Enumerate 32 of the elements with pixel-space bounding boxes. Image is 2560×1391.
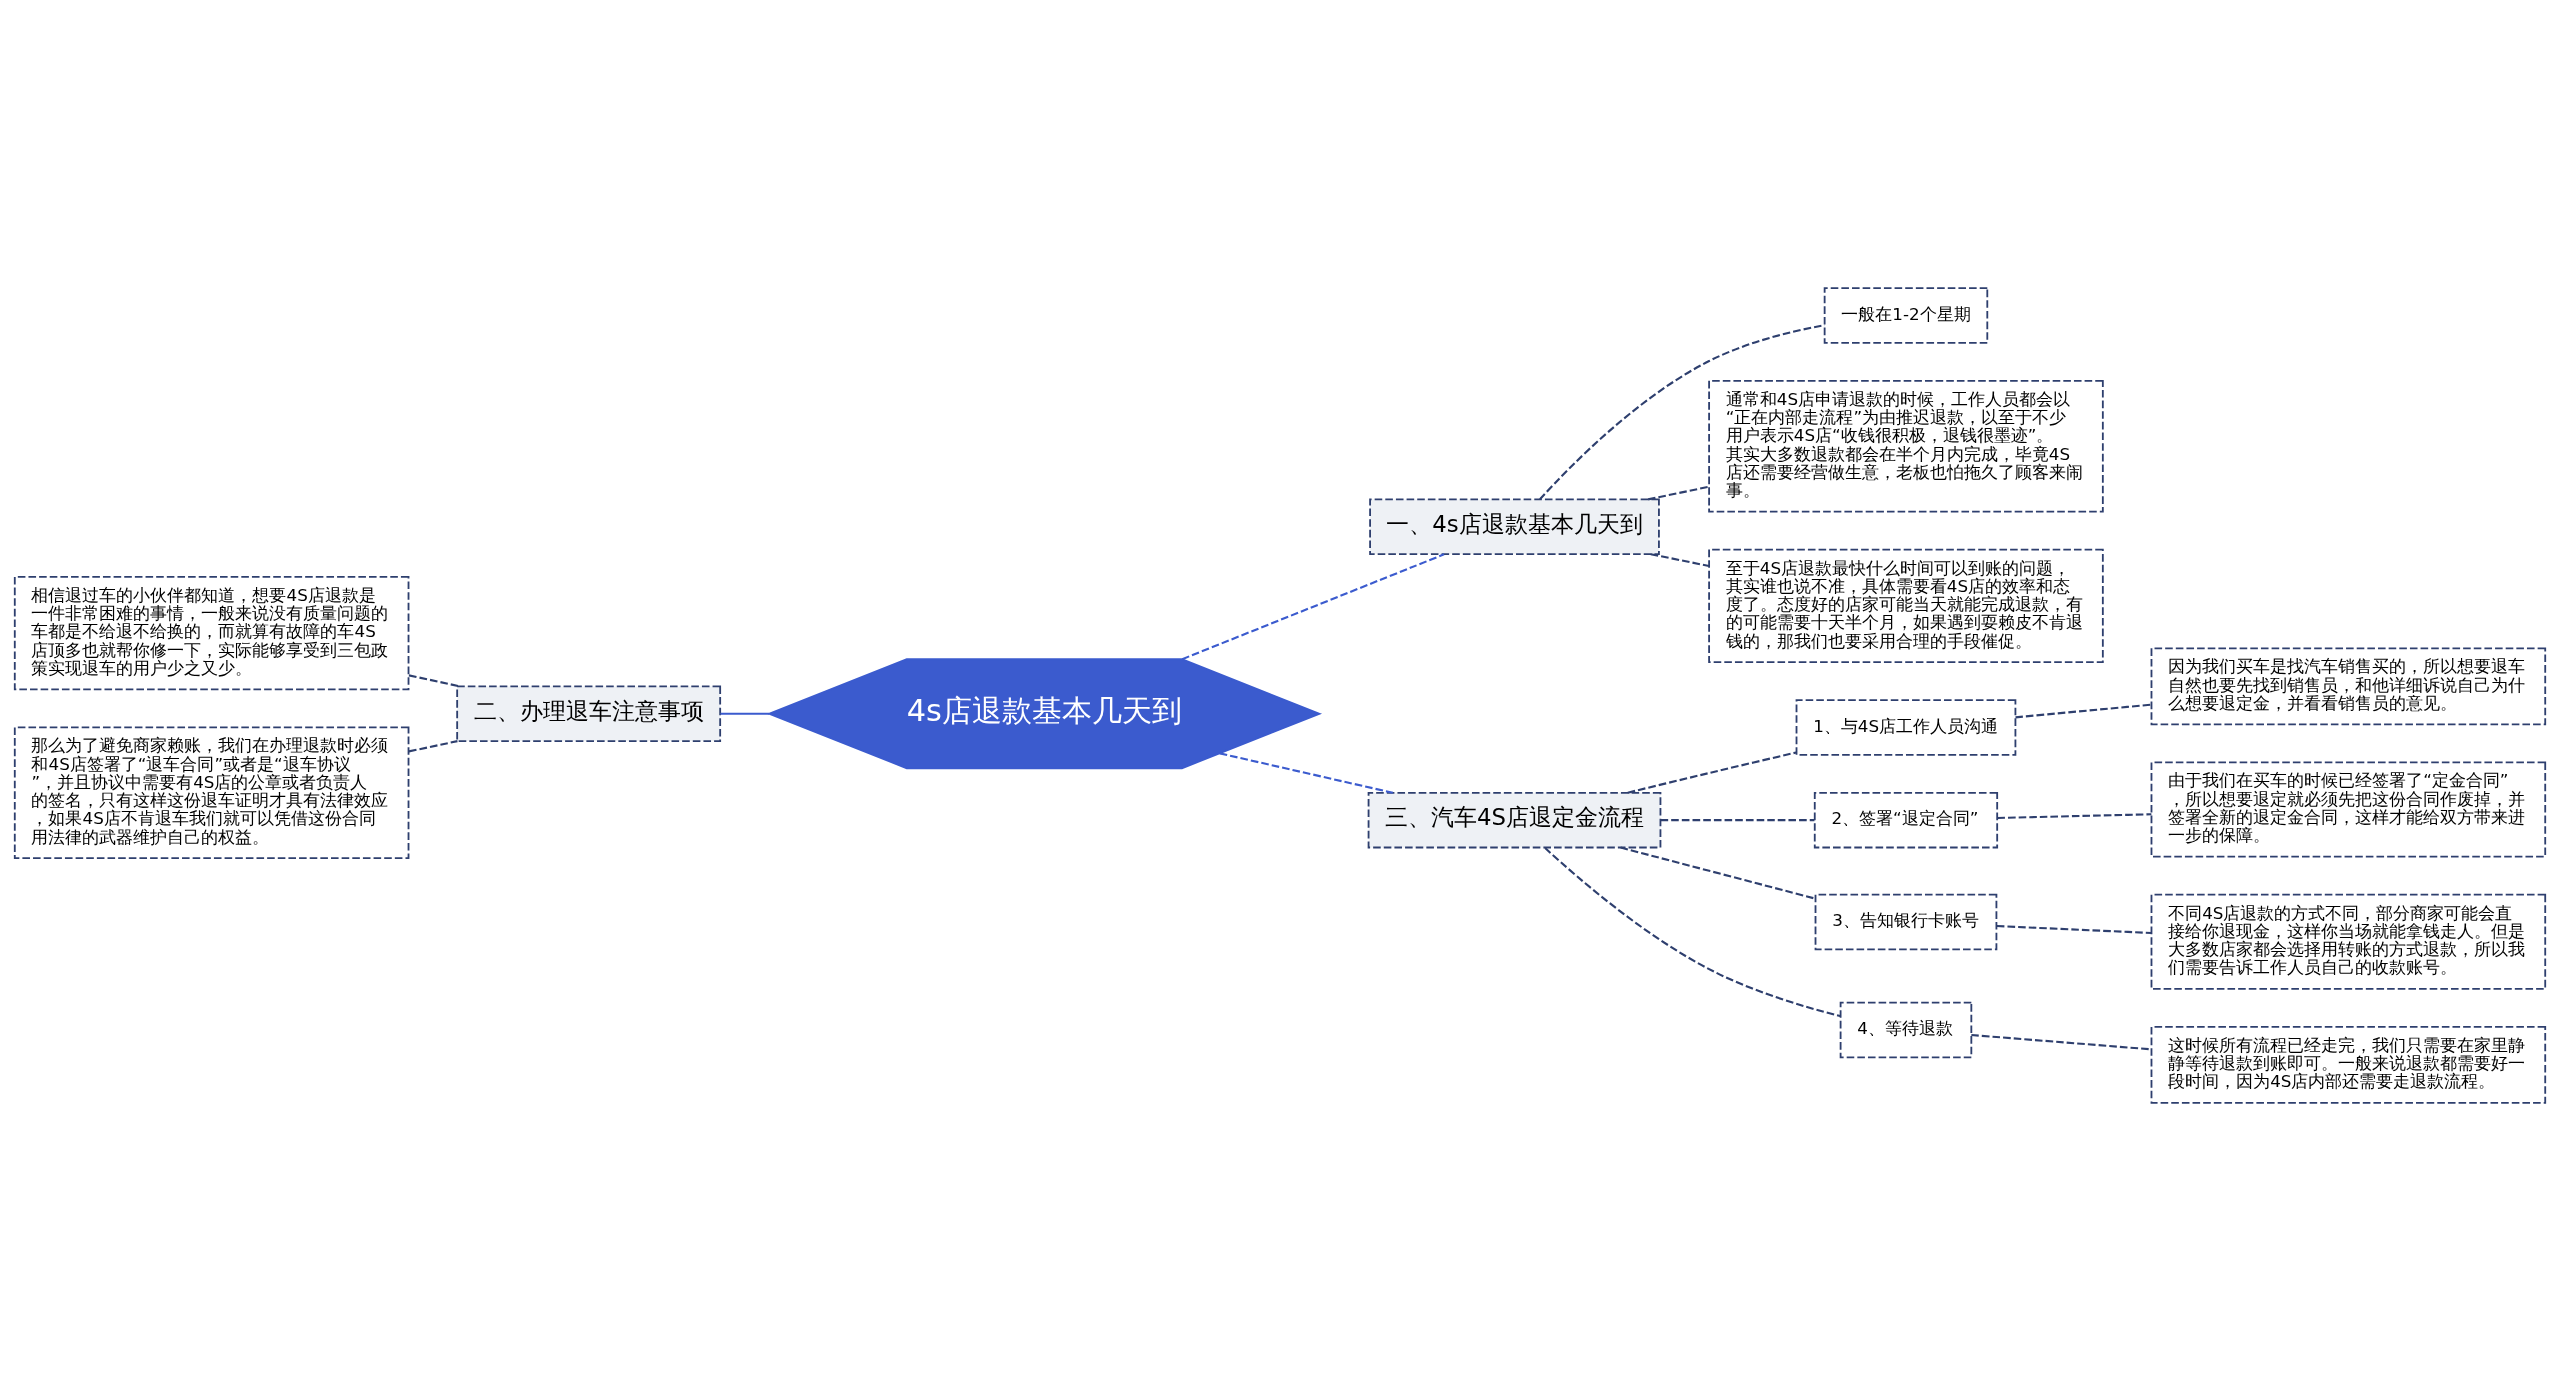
connector (1996, 924, 2152, 935)
node-box: 一、4s店退款基本几天到 (1369, 498, 1660, 556)
node-box: 这时候所有流程已经走完，我们只需要在家里静静等待退款到账即可。一般来说退款都需要好一段时间，因为4S店内部还需要走退款流程。 (2150, 1026, 2547, 1104)
connector (1181, 553, 1445, 661)
node-box: 由于我们在买车的时候已经签署了“定金合同”，所以想要退定就必须先把这份合同作废掉，并签署全新的退定金合同，这样才能给双方带来进一步的保障。 (2150, 761, 2547, 858)
node-box: 那么为了避免商家赖账，我们在办理退款时必须和4S店签署了“退车合同”或者是“退车协议”，并且协议中需要有4S店的公章或者负责人的签名，只有这样这份退车证明才具有法律效应，如果4S店不肯退车我们就可以凭借这份合同用法律的武器维护自己的权益。 (13, 726, 410, 860)
connector (1650, 553, 1710, 568)
connector (408, 674, 461, 688)
connector (1219, 752, 1394, 794)
node-box: 因为我们买车是找汽车销售买的，所以想要退车自然也要先找到销售员，和他详细诉说自己为什么想要退定金，并看看销售员的意见。 (2150, 647, 2547, 726)
connector (1539, 324, 1825, 500)
connector (1620, 846, 1816, 900)
node-box: 三、汽车4S店退定金流程 (1367, 791, 1662, 849)
node-box: 4、等待退款 (1839, 1001, 1973, 1059)
node-box: 相信退过车的小伙伴都知道，想要4S店退款是一件非常困难的事情，一般来说没有质量问题的车都是不给退不给换的，而就算有故障的车4S店顶多也就帮你修一下，实际能够享受到三包政策实现退车的用户少之又少。 (13, 576, 410, 691)
connector (1647, 485, 1709, 501)
connector (2015, 703, 2152, 719)
node-box: 3、告知银行卡账号 (1814, 893, 1998, 951)
connector (720, 712, 769, 715)
connector (1997, 813, 2152, 820)
node-box: 至于4S店退款最快什么时间可以到账的问题，其实谁也说不准，具体需要看4S店的效率和态度了。态度好的店家可能当天就能完成退款，有的可能需要十天半个月，如果遇到耍赖皮不肯退钱的，那我们也要采用合理的手段催促。 (1708, 548, 2104, 663)
node-box: 通常和4S店申请退款的时候，工作人员都会以“正在内部走流程”为由推迟退款，以至于不少用户表示4S店“收钱很积极，退钱很墨迹”。其实大多数退款都会在半个月内完成，毕竟4S店还需要经营做生意，老板也怕拖久了顾客来闹事。 (1708, 379, 2104, 513)
node-box: 一般在1-2个星期 (1823, 287, 1989, 344)
connector (408, 740, 458, 753)
node-box: 1、与4S店工作人员沟通 (1795, 699, 2017, 756)
connector (1544, 847, 1841, 1018)
connector (1971, 1033, 2152, 1051)
node-box: 二、办理退车注意事项 (456, 685, 722, 742)
connector (1627, 751, 1797, 794)
node-box: 不同4S店退款的方式不同，部分商家可能会直接给你退现金，这样你当场就能拿钱走人。但是大多数店家都会选择用转账的方式退款，所以我们需要告诉工作人员自己的收款账号。 (2150, 893, 2547, 990)
connector (1660, 819, 1815, 822)
node-box: 2、签署“退定合同” (1813, 791, 1999, 849)
